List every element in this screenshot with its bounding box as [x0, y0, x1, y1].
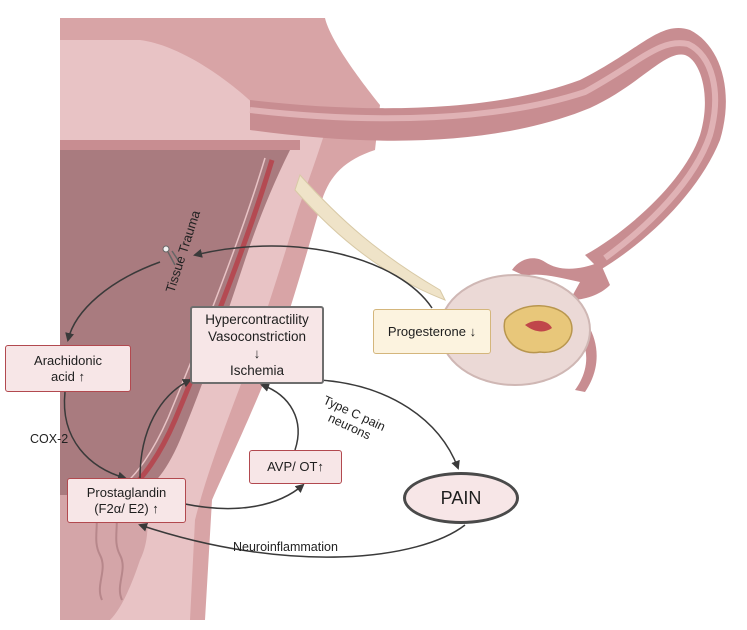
cervix: [60, 495, 148, 620]
hyper-line-2: Vasoconstriction: [207, 329, 307, 344]
hyper-line-4: Ischemia: [229, 363, 285, 378]
neuroinflammation-label: Neuroinflammation: [233, 540, 338, 554]
arachidonic-line-2: acid ↑: [51, 368, 85, 384]
fimbriae: [512, 258, 610, 300]
cervical-folds: [94, 509, 124, 601]
pain-node: PAIN: [403, 472, 519, 524]
avp-ot-node: AVP/ OT↑: [249, 450, 342, 484]
ovarian-ligament: [294, 174, 447, 301]
arrow-avp-to-hyper: [260, 383, 299, 451]
arachidonic-line-1: Arachidonic: [34, 352, 102, 368]
hyper-line-1: Hypercontractility: [205, 312, 309, 327]
fimbriae-lower: [575, 325, 597, 392]
prostaglandin-line-2: (F2α/ E2) ↑: [94, 500, 159, 516]
prostaglandin-node: Prostaglandin (F2α/ E2) ↑: [67, 478, 186, 523]
endometrium: [60, 140, 300, 150]
prostaglandin-line-1: Prostaglandin: [86, 484, 167, 500]
tissue-trauma-line: [126, 159, 275, 493]
hypercontractility-node: Hypercontractility Vasoconstriction ↓ Is…: [190, 306, 324, 384]
arrow-pain-to-prostaglandin: [138, 522, 466, 558]
arrow-prostaglandin-to-avp: [184, 483, 305, 510]
arrow-progesterone-to-tissue: [193, 245, 433, 309]
progesterone-node: Progesterone ↓: [373, 309, 491, 354]
arrow-hyper-to-pain: [319, 379, 460, 470]
uterine-cavity: [60, 150, 290, 495]
arachidonic-acid-node: Arachidonic acid ↑: [5, 345, 131, 392]
hyper-line-3: ↓: [253, 346, 261, 361]
fallopian-tube-inner: [249, 40, 719, 261]
pin-icon: [162, 245, 181, 266]
cox2-label: COX-2: [30, 432, 69, 446]
arrow-prostaglandin-to-hyper: [139, 379, 192, 479]
fallopian-tube: [250, 28, 726, 270]
arrow-arachidonic-to-prostaglandin: [63, 391, 127, 481]
arrow-tissue-to-arachidonic: [65, 261, 161, 342]
